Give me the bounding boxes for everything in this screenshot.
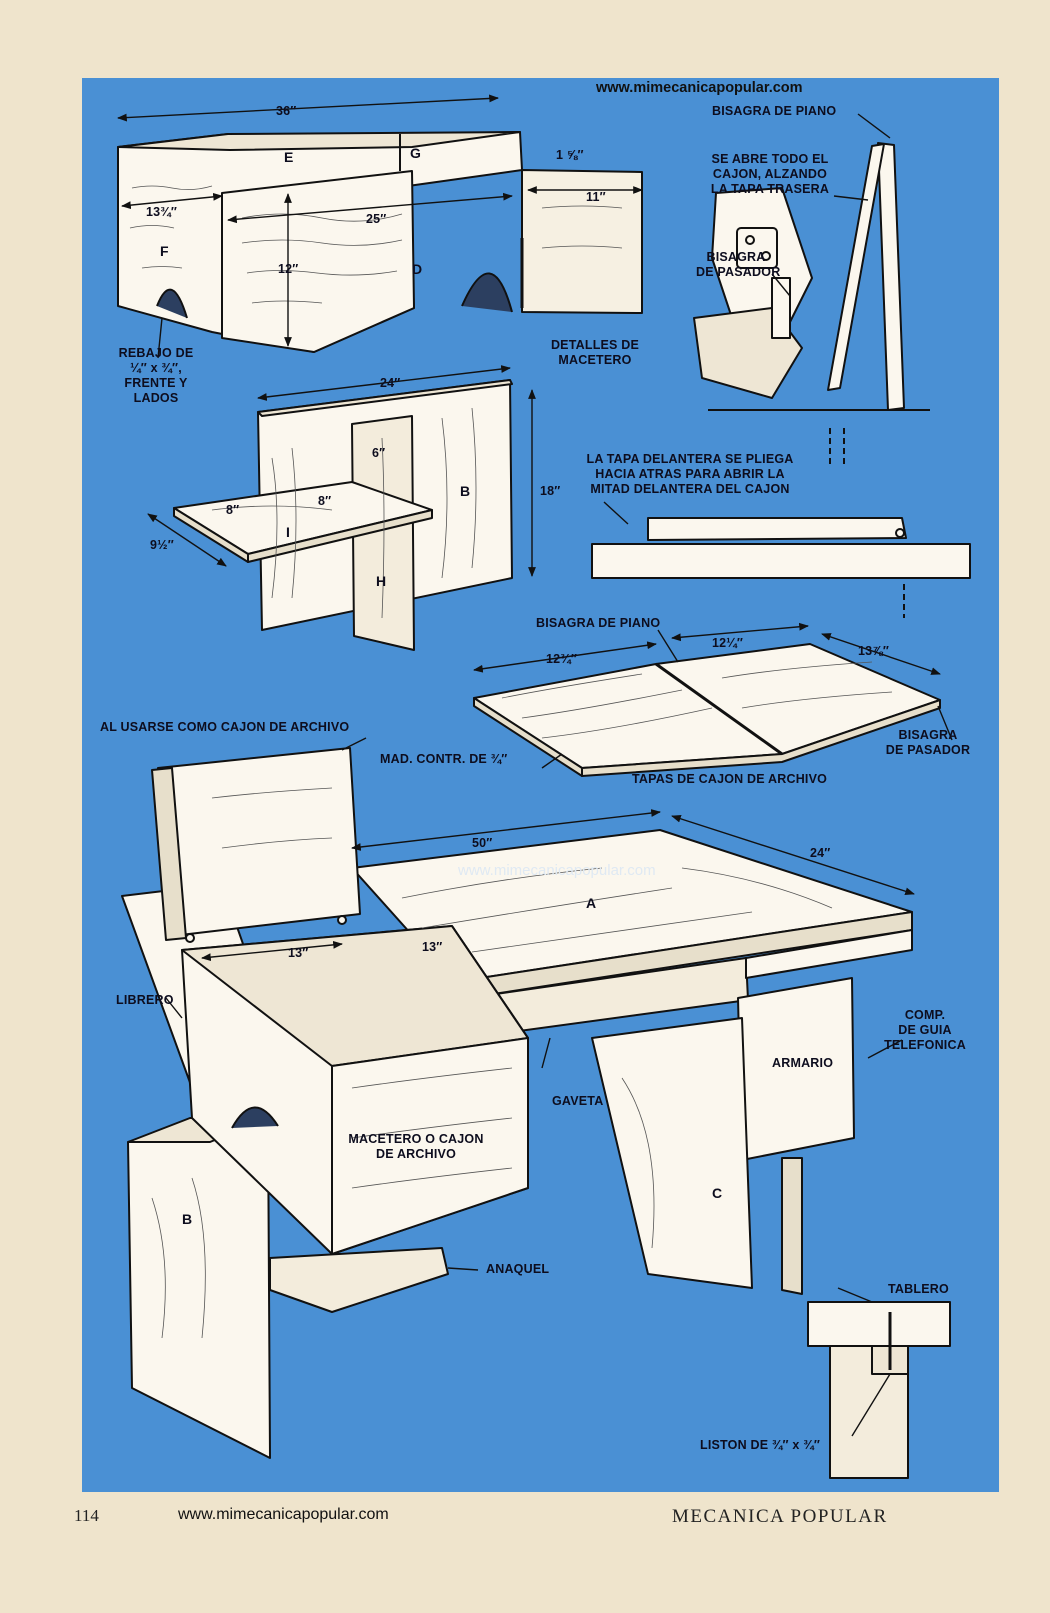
shelf-width-line <box>257 365 511 401</box>
lids-left-line <box>473 641 657 673</box>
box-dim-line <box>201 940 343 962</box>
drawer-label: GAVETA <box>552 1094 604 1108</box>
planter-depth-line <box>121 192 223 210</box>
shelf-upper-depth: 6″ <box>372 446 386 460</box>
planter-width-line <box>117 94 499 122</box>
lids-depth-line <box>821 633 941 675</box>
planter-inner-line <box>227 192 513 224</box>
lids-right-line <box>671 622 809 642</box>
part-i: I <box>286 524 291 540</box>
box-dim-b: 13″ <box>422 940 443 954</box>
shelf-left-width: 8″ <box>226 503 240 517</box>
magazine-name: MECANICA POPULAR <box>672 1506 888 1527</box>
shelf-label: ANAQUEL <box>486 1262 550 1276</box>
part-d: D <box>412 261 423 277</box>
front-lid-drawing <box>591 517 971 618</box>
part-f: F <box>160 243 169 259</box>
shelf-depth: 9½″ <box>150 538 174 552</box>
piano-hinge-label: BISAGRA DE PIANO <box>712 104 837 118</box>
file-box-use-label: AL USARSE COMO CAJON DE ARCHIVO <box>100 720 350 734</box>
lids-title: TAPAS DE CAJON DE ARCHIVO <box>632 772 828 786</box>
plywood-label: MAD. CONTR. DE ¾″ <box>380 752 508 766</box>
blueprint-panel <box>82 78 999 1492</box>
cleat-detail-drawing <box>807 1301 951 1479</box>
box-dim-a: 13″ <box>288 946 309 960</box>
shelf-unit-drawing <box>173 379 513 651</box>
planter-width: 36″ <box>276 104 297 118</box>
desk-length-line <box>351 809 661 851</box>
cabinet-label: ARMARIO <box>772 1056 834 1070</box>
watermark-mid: www.mimecanicapopular.com <box>458 862 656 879</box>
planter-inner-length: 25″ <box>366 212 387 226</box>
part-b-desk: B <box>182 1211 193 1227</box>
planter-lip: 1 ⅝″ <box>556 148 584 162</box>
page-number: 114 <box>74 1506 99 1525</box>
top-board-label: TABLERO <box>888 1282 949 1296</box>
part-b-upper: B <box>460 483 471 499</box>
watermark-top: www.mimecanicapopular.com <box>596 80 803 96</box>
cleat-label: LISTON DE ¾″ x ¾″ <box>700 1438 821 1452</box>
shelf-height: 18″ <box>540 484 561 498</box>
desk-length: 50″ <box>472 836 493 850</box>
lids-right-width: 12¼″ <box>712 636 744 650</box>
part-g: G <box>410 145 422 161</box>
lids-left-width: 12¾″ <box>546 652 578 666</box>
footer-url[interactable]: www.mimecanicapopular.com <box>178 1506 389 1523</box>
planter-box-drawing <box>117 131 643 353</box>
planter-depth: 13¾″ <box>146 205 178 219</box>
file-box-lids-drawing <box>473 643 941 777</box>
planter-end-gap: 11″ <box>586 190 606 204</box>
desk-depth-line <box>671 814 915 896</box>
lids-piano-hinge: BISAGRA DE PIANO <box>536 616 661 630</box>
woodworking-illustration <box>117 94 971 1479</box>
shelf-width: 24″ <box>380 376 401 390</box>
planter-height: 12″ <box>278 262 299 276</box>
part-e: E <box>284 149 294 165</box>
part-h: H <box>376 573 387 589</box>
shelf-right-width: 8″ <box>318 494 332 508</box>
desk-depth: 24″ <box>810 846 831 860</box>
lids-depth: 13⅞″ <box>858 644 890 658</box>
shelf-depth-line <box>147 513 227 567</box>
bookcase-label: LIBRERO <box>116 993 174 1007</box>
hinge-detail-drawing <box>693 142 930 468</box>
part-a: A <box>586 895 597 911</box>
part-c: C <box>712 1185 723 1201</box>
